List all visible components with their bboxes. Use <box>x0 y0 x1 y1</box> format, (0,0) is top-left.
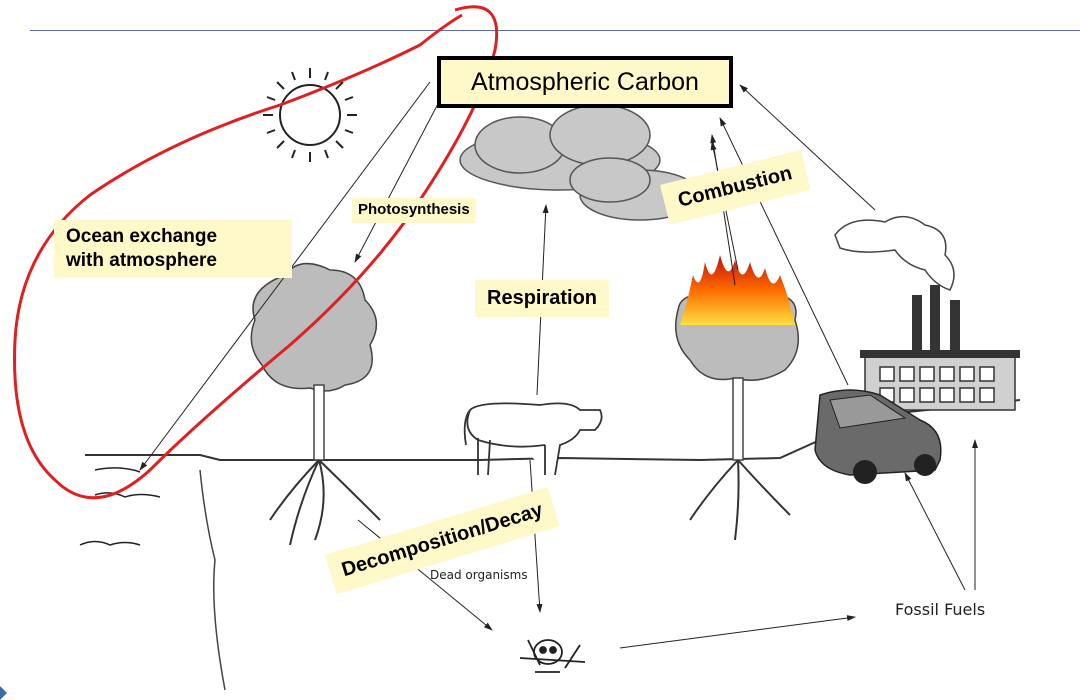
photosynthesis-label: Photosynthesis <box>358 201 470 218</box>
factory-icon <box>834 216 1020 411</box>
respiration-label: Respiration <box>487 287 598 309</box>
burning-tree-icon <box>675 255 800 541</box>
ocean-exchange-line1: Ocean exchange <box>66 226 218 247</box>
skull-icon <box>519 639 586 673</box>
top-rule <box>30 30 1080 31</box>
atmospheric-carbon-box: Atmospheric Carbon <box>437 56 733 108</box>
ocean-exchange-label-box: Ocean exchange with atmosphere <box>54 220 292 278</box>
photosynthesis-label-box: Photosynthesis <box>352 198 476 223</box>
dead-organisms-label: Dead organisms <box>430 568 528 582</box>
atmospheric-carbon-label: Atmospheric Carbon <box>471 67 699 96</box>
sun-icon <box>263 68 357 162</box>
ocean-exchange-line2: with atmosphere <box>66 249 217 271</box>
red-annotation-loop <box>13 5 499 500</box>
cow-icon <box>463 402 603 476</box>
fossil-fuels-label: Fossil Fuels <box>895 600 986 619</box>
tree-icon <box>250 262 381 546</box>
slide-corner-marker <box>0 686 7 700</box>
ocean-waves-icon <box>79 467 161 546</box>
shore-line <box>199 469 226 691</box>
cloud-icon <box>459 104 701 221</box>
car-icon <box>814 389 942 484</box>
respiration-label-box: Respiration <box>475 280 610 317</box>
